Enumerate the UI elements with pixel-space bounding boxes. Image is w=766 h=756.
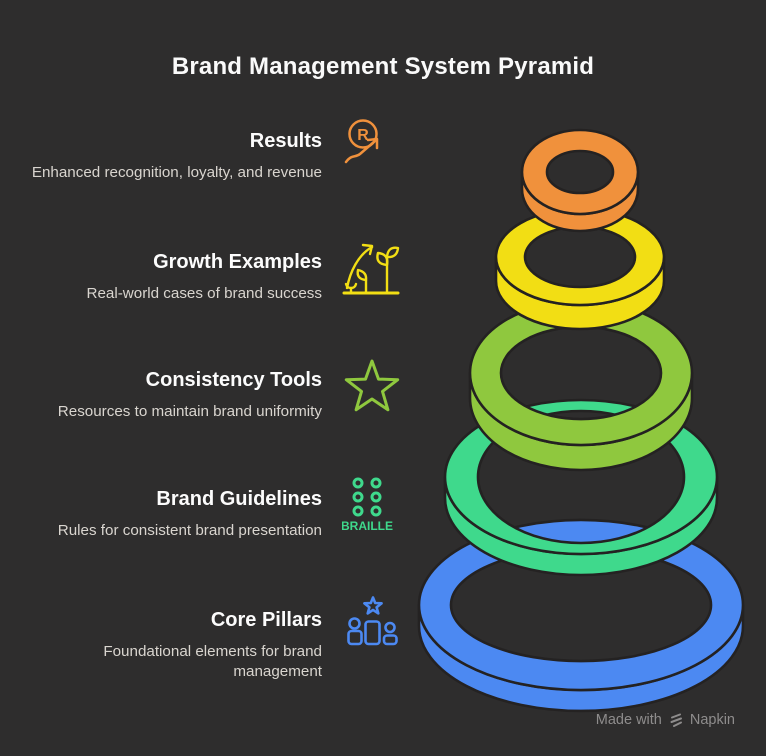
braille-label: BRAILLE xyxy=(342,521,393,533)
level-title-core-pillars: Core Pillars xyxy=(210,609,322,631)
level-row-growth-examples: Growth Examples Real-world cases of bran… xyxy=(0,238,404,304)
level-title-results: Results xyxy=(249,130,322,152)
pyramid-ring-results xyxy=(520,128,640,233)
podium-people-star-icon xyxy=(347,596,398,646)
napkin-credit[interactable]: Made with Napkin xyxy=(596,712,735,728)
level-description-results: Enhanced recognition, loyalty, and reven… xyxy=(31,164,322,181)
level-title-brand-guidelines: Brand Guidelines xyxy=(156,488,322,510)
page-title: Brand Management System Pyramid xyxy=(171,53,595,80)
braille-dots-icon: BRAILLE xyxy=(342,477,393,533)
star-outline-icon xyxy=(344,359,400,412)
r-letter: R xyxy=(357,127,369,144)
level-title-consistency-tools: Consistency Tools xyxy=(145,369,322,391)
level-title-growth-examples: Growth Examples xyxy=(153,251,322,273)
level-description-consistency-tools: Resources to maintain brand uniformity xyxy=(57,403,322,420)
credit-made-with-text: Made with xyxy=(595,712,662,728)
level-row-results: Results Enhanced recognition, loyalty, a… xyxy=(0,117,404,183)
level-row-consistency-tools: Consistency Tools Resources to maintain … xyxy=(0,356,404,422)
r-circle-trend-arrow-icon: R xyxy=(344,119,379,164)
level-row-core-pillars: Core Pillars Foundational elements for b… xyxy=(0,596,404,682)
sprouting-plants-arrow-icon xyxy=(342,243,400,295)
level-row-brand-guidelines: Brand Guidelines Rules for consistent br… xyxy=(0,475,404,541)
level-description-core-pillars: Foundational elements for brand manageme… xyxy=(103,643,322,681)
credit-brand-text: Napkin xyxy=(689,712,735,728)
level-description-brand-guidelines: Rules for consistent brand presentation xyxy=(57,522,322,539)
napkin-logo-icon xyxy=(670,713,682,727)
level-description-growth-examples: Real-world cases of brand success xyxy=(86,285,322,302)
pyramid-ring-consistency-tools xyxy=(468,299,694,472)
pyramid-ring-growth-examples xyxy=(494,207,666,331)
